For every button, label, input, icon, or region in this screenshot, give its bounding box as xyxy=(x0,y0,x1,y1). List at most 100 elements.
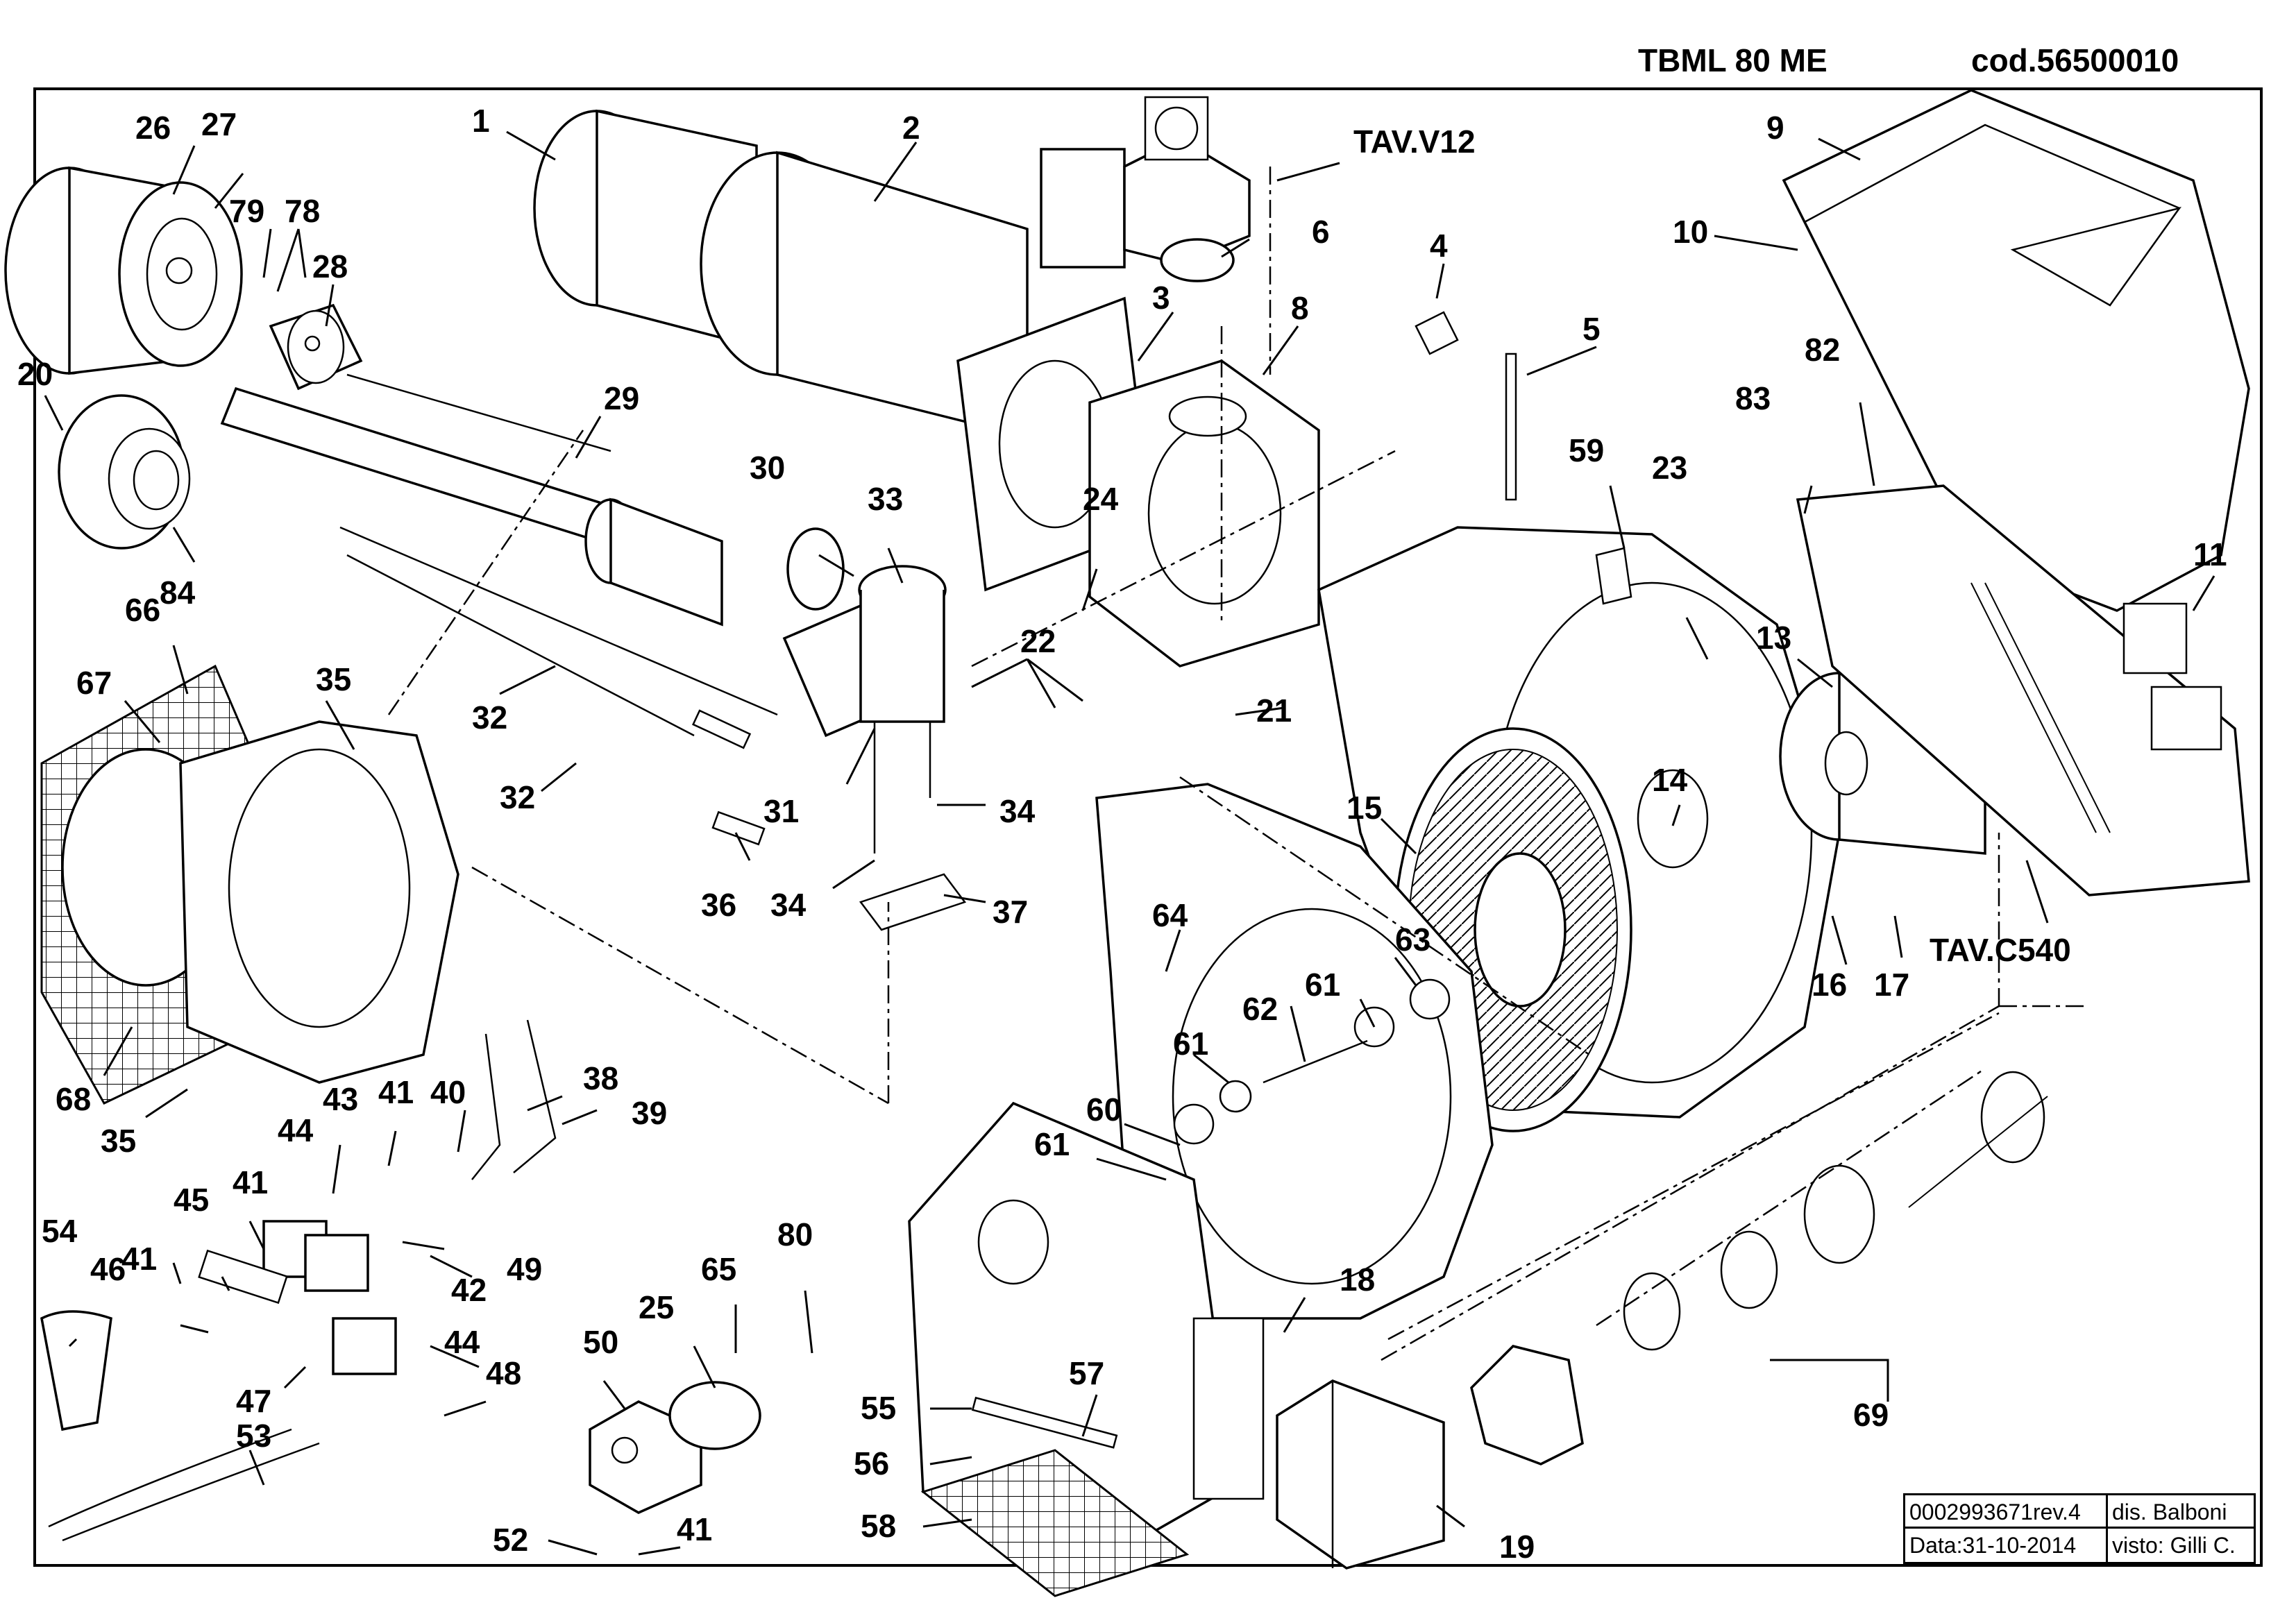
part-18-57-bracket xyxy=(908,1101,1265,1542)
part-37-plate xyxy=(859,873,967,931)
callout-37: 37 xyxy=(993,894,1028,930)
callout-68: 68 xyxy=(56,1081,91,1117)
callout-61b: 61 xyxy=(1173,1026,1208,1062)
callout-38: 38 xyxy=(583,1060,618,1096)
callout-32a: 32 xyxy=(472,699,507,736)
callout-78: 78 xyxy=(285,193,320,229)
callout-labels: 1 2 3 4 5 6 8 9 10 11 13 14 15 16 17 18 … xyxy=(17,103,2227,1565)
part-25-gasket xyxy=(668,1381,761,1450)
callout-59: 59 xyxy=(1569,432,1604,468)
callout-28: 28 xyxy=(312,248,348,284)
callout-13: 13 xyxy=(1756,620,1791,656)
ref-tav-v12: TAV.V12 xyxy=(1353,124,1476,160)
part-26-27-housing xyxy=(4,166,243,375)
part-5-rod xyxy=(1505,352,1517,501)
part-valve-v12 xyxy=(1040,96,1251,269)
leader-lines xyxy=(44,130,2215,1556)
part-59-bracket xyxy=(1595,547,1632,605)
callout-23: 23 xyxy=(1652,450,1687,486)
part-20-diffuser xyxy=(58,394,191,550)
callout-44a: 44 xyxy=(278,1112,314,1148)
callout-43: 43 xyxy=(323,1081,358,1117)
assembly-lines xyxy=(387,167,2089,1361)
callout-10: 10 xyxy=(1673,214,1708,250)
callout-36: 36 xyxy=(701,887,736,923)
part-45-block xyxy=(198,1249,288,1305)
callout-9: 9 xyxy=(1766,110,1784,146)
callout-26: 26 xyxy=(135,110,171,146)
callout-52: 52 xyxy=(493,1522,528,1558)
callout-41d: 41 xyxy=(677,1511,712,1547)
callout-31: 31 xyxy=(763,793,799,829)
part-54-cup xyxy=(40,1310,112,1431)
callout-50: 50 xyxy=(583,1324,618,1360)
callout-30: 30 xyxy=(750,450,785,486)
callout-29: 29 xyxy=(604,380,639,416)
part-11-control-board xyxy=(1796,484,2250,897)
callout-53: 53 xyxy=(236,1418,271,1454)
callout-45: 45 xyxy=(174,1182,209,1218)
part-6-oring xyxy=(1160,238,1235,282)
callout-33: 33 xyxy=(868,481,903,517)
callout-44b: 44 xyxy=(444,1324,480,1360)
callout-79: 79 xyxy=(229,193,264,229)
part-29-tube xyxy=(220,373,723,627)
callout-63: 63 xyxy=(1395,921,1430,958)
callout-49: 49 xyxy=(507,1251,542,1287)
part-69-actuator xyxy=(1470,1071,2048,1465)
callout-2: 2 xyxy=(902,110,920,146)
ref-tav-c540: TAV.C540 xyxy=(1930,932,2071,968)
part-30-oring xyxy=(786,527,845,611)
drawn-by: dis. Balboni xyxy=(2108,1495,2254,1529)
model-name: TBML 80 ME xyxy=(1638,42,1827,78)
callout-21: 21 xyxy=(1256,692,1292,729)
callout-19: 19 xyxy=(1499,1529,1535,1565)
callout-65: 65 xyxy=(701,1251,736,1287)
callout-20: 20 xyxy=(17,356,53,392)
callout-83: 83 xyxy=(1735,380,1771,416)
part-38-39-pipes xyxy=(471,1019,557,1180)
part-58-mesh xyxy=(920,1449,1190,1597)
callout-62: 62 xyxy=(1242,991,1278,1027)
part-28-nozzle-holder xyxy=(269,303,363,391)
callout-34a: 34 xyxy=(999,793,1036,829)
callout-58: 58 xyxy=(861,1508,896,1544)
checked-by: visto: Gilli C. xyxy=(2112,1533,2236,1558)
callout-61c: 61 xyxy=(1034,1126,1070,1162)
callout-82: 82 xyxy=(1805,332,1840,368)
callout-34b: 34 xyxy=(770,887,807,923)
callout-11: 11 xyxy=(2193,536,2227,572)
drawing-date: Data:31-10-2014 xyxy=(1905,1529,2108,1562)
callout-17: 17 xyxy=(1874,967,1909,1003)
part-8-head xyxy=(1088,359,1320,668)
part-4-clip xyxy=(1415,311,1459,355)
callout-55: 55 xyxy=(861,1390,896,1426)
callout-40: 40 xyxy=(430,1074,466,1110)
callout-61a: 61 xyxy=(1305,967,1340,1003)
part-19-control-box xyxy=(1276,1379,1445,1570)
product-code: cod.56500010 xyxy=(1971,42,2179,78)
callout-35b: 35 xyxy=(101,1123,136,1159)
part-44-valves xyxy=(262,1220,397,1375)
callout-15: 15 xyxy=(1347,790,1382,826)
callout-4: 4 xyxy=(1430,228,1448,264)
callout-69: 69 xyxy=(1853,1397,1889,1433)
callout-56: 56 xyxy=(854,1445,889,1481)
callout-24: 24 xyxy=(1083,481,1119,517)
callout-41a: 41 xyxy=(378,1074,414,1110)
drawing-number: 0002993671rev.4 xyxy=(1905,1495,2108,1529)
callout-16: 16 xyxy=(1812,967,1847,1003)
callout-25: 25 xyxy=(639,1289,674,1325)
callout-1: 1 xyxy=(472,103,490,139)
callout-47: 47 xyxy=(236,1383,271,1419)
callout-57: 57 xyxy=(1069,1355,1104,1391)
callout-27: 27 xyxy=(201,106,237,142)
part-9-10-cover xyxy=(1782,89,2250,612)
callout-41b: 41 xyxy=(233,1164,268,1200)
callout-5: 5 xyxy=(1582,311,1601,347)
callout-22: 22 xyxy=(1020,623,1056,659)
callout-35a: 35 xyxy=(316,661,351,697)
callout-39: 39 xyxy=(632,1095,667,1131)
callout-67: 67 xyxy=(76,665,112,701)
